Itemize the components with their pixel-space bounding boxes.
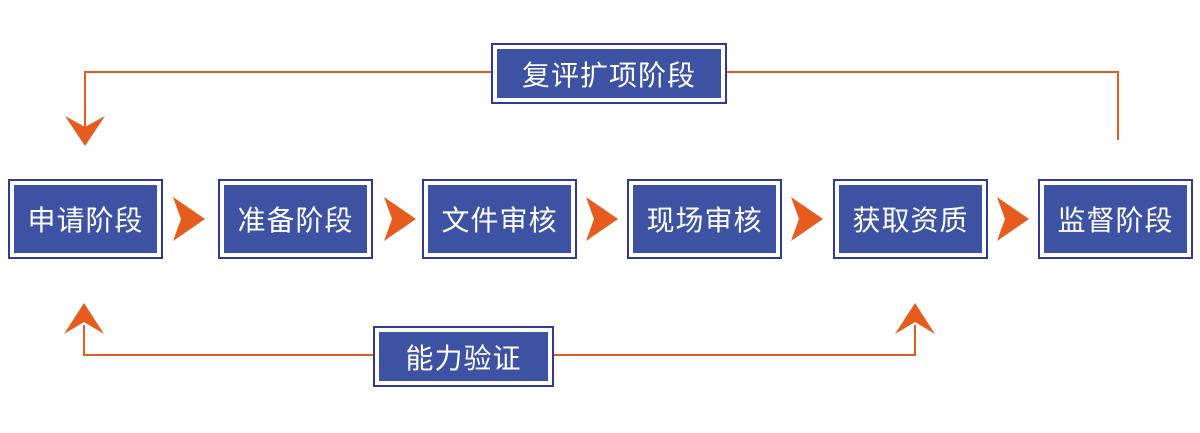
stage-box-application: 申请阶段 (8, 179, 163, 259)
bottom-loop-label: 能力验证 (405, 341, 522, 375)
flow-chevron-icon (586, 197, 618, 241)
arrow-down-icon (65, 116, 105, 146)
stage-box-preparation: 准备阶段 (218, 179, 373, 259)
stage-label: 准备阶段 (237, 204, 354, 237)
arrow-up-icon (64, 303, 104, 334)
stage-label: 现场审核 (646, 204, 763, 237)
stage-box-obtain-qualification: 获取资质 (833, 179, 988, 259)
stage-label: 监督阶段 (1057, 204, 1174, 237)
flow-chevron-icon (173, 197, 205, 241)
stage-label: 获取资质 (852, 204, 969, 237)
flow-chevron-icon (384, 197, 416, 241)
top-loop-label-box: 复评扩项阶段 (491, 43, 727, 104)
stage-box-onsite-audit: 现场审核 (627, 179, 782, 259)
stage-label: 文件审核 (441, 204, 558, 237)
bottom-loop-label-box: 能力验证 (373, 326, 554, 387)
flow-chevron-icon (791, 197, 823, 241)
flow-chevron-icon (997, 197, 1029, 241)
top-loop-label: 复评扩项阶段 (521, 58, 696, 92)
stage-box-supervision: 监督阶段 (1038, 179, 1193, 259)
stage-label: 申请阶段 (27, 204, 144, 237)
arrow-up-icon (895, 303, 935, 334)
stage-box-document-review: 文件审核 (422, 179, 577, 259)
